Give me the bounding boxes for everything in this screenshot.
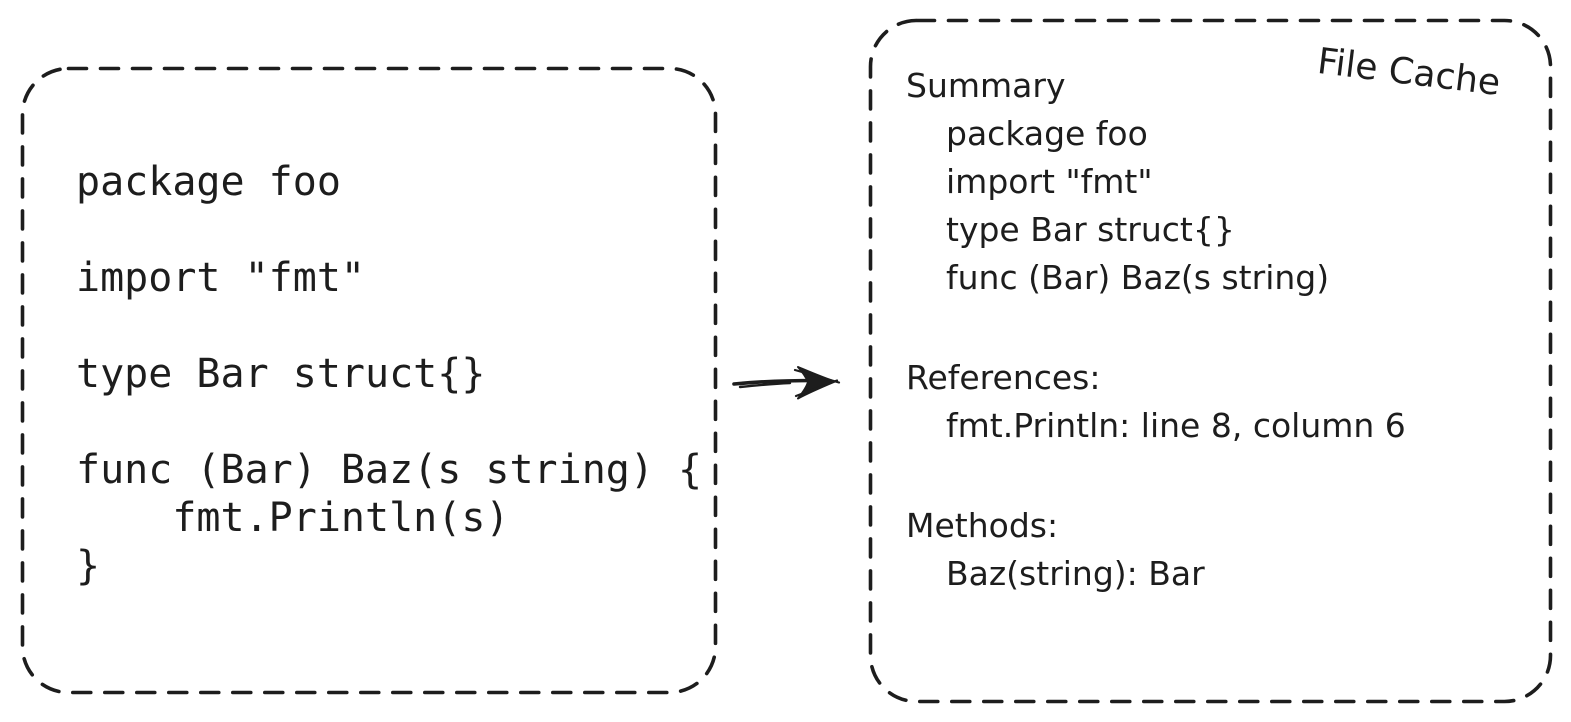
summary-item: package foo xyxy=(946,114,1148,153)
source-code-box: package foo import "fmt" type Bar struct… xyxy=(20,66,718,695)
file-cache-content: Summary package foo import "fmt" type Ba… xyxy=(906,62,1523,598)
summary-item: func (Bar) Baz(s string) xyxy=(946,258,1330,297)
file-cache-box: File Cache Summary package foo import "f… xyxy=(868,18,1553,704)
arrow-right-glyph xyxy=(732,366,841,400)
summary-item: type Bar struct{} xyxy=(946,210,1235,249)
source-code-text: package foo import "fmt" type Bar struct… xyxy=(76,159,703,589)
reference-item: fmt.Println: line 8, column 6 xyxy=(946,406,1406,445)
summary-item: import "fmt" xyxy=(946,162,1153,201)
methods-section: Methods: Baz(string): Bar xyxy=(906,502,1523,598)
summary-heading: Summary xyxy=(906,66,1066,105)
method-item: Baz(string): Bar xyxy=(946,554,1205,593)
references-section: References: fmt.Println: line 8, column … xyxy=(906,354,1523,450)
arrow-right-icon xyxy=(726,356,854,410)
summary-section: Summary package foo import "fmt" type Ba… xyxy=(906,62,1523,302)
references-heading: References: xyxy=(906,358,1101,397)
methods-heading: Methods: xyxy=(906,506,1059,545)
